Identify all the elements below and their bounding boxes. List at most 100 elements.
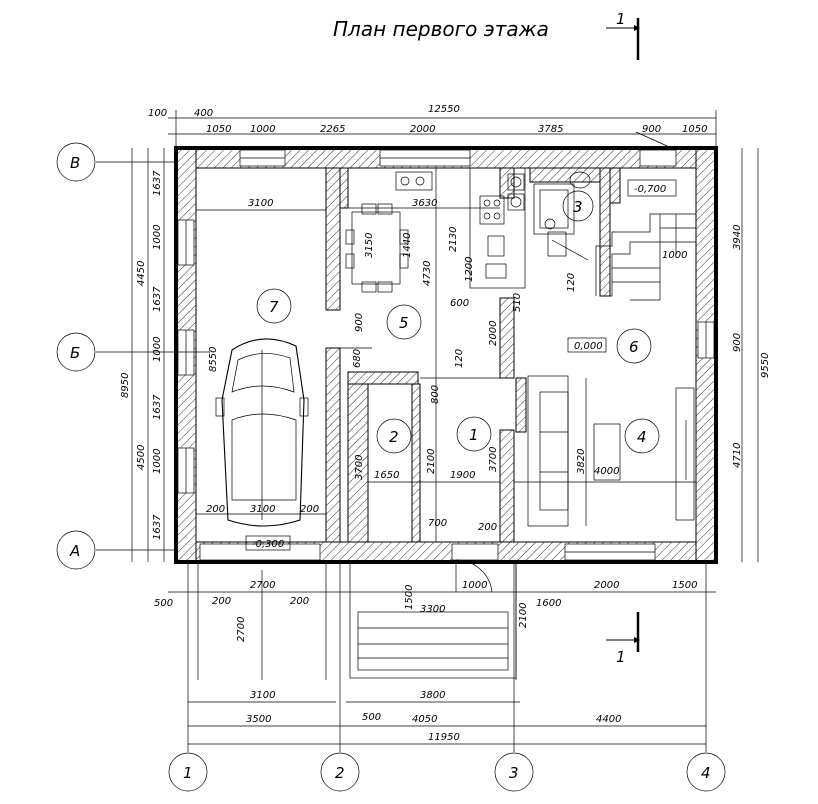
svg-text:120: 120: [566, 273, 577, 292]
svg-text:8550: 8550: [208, 347, 219, 372]
svg-text:200: 200: [206, 504, 225, 515]
dim-bottom: 200: [290, 596, 309, 607]
windows: [177, 149, 715, 561]
room-marker: 5: [386, 304, 422, 340]
axis-label: Б: [70, 344, 80, 362]
interior-walls: [325, 167, 621, 543]
axis-label: 3: [509, 764, 519, 782]
svg-text:200: 200: [478, 522, 497, 533]
sink-icon: [395, 171, 433, 191]
top-dimensions: 12550 100 400 1050 1000 2265 2000 3785 9…: [148, 104, 717, 148]
dim-right-outer: 9550: [760, 353, 771, 378]
level-main: 0,000: [574, 341, 603, 352]
room-marker: 4: [624, 418, 660, 454]
dim-left-chain: 1637: [152, 514, 163, 540]
dim-porch: 1500: [404, 585, 415, 610]
dim-right-chain: 900: [732, 333, 743, 352]
section-mark-top: 1: [606, 10, 640, 60]
staircase: [595, 213, 696, 301]
section-mark-label: 1: [616, 648, 626, 666]
dim-bottom: 200: [212, 596, 231, 607]
right-dimensions: 9550 3940 900 4710: [732, 148, 771, 562]
dim-top-chain: 1000: [250, 124, 275, 135]
dim-porch: 2700: [236, 617, 247, 642]
dim-top-chain: 1050: [682, 124, 707, 135]
svg-text:700: 700: [428, 518, 447, 529]
room-markers: 1 2 3 4 5 6 7: [256, 190, 660, 454]
svg-text:900: 900: [354, 313, 365, 332]
bottom-dimensions: 500 200 2700 200 1600 2000 1500 1500 330…: [154, 580, 716, 745]
dim-left-chain: 1000: [152, 449, 163, 474]
dim-left-chain: 1637: [152, 170, 163, 196]
section-mark-label: 1: [616, 10, 626, 28]
dim-3800: 3800: [420, 690, 445, 701]
svg-text:7: 7: [269, 298, 279, 316]
dim-top-chain: 3785: [538, 124, 563, 135]
dim-top-chain: 2265: [320, 124, 345, 135]
svg-text:3100: 3100: [248, 198, 273, 209]
room-marker: 2: [376, 418, 412, 454]
svg-text:200: 200: [300, 504, 319, 515]
axis-label: 1: [183, 764, 193, 782]
svg-text:4: 4: [637, 428, 647, 446]
dim-left-mid: 4500: [136, 445, 147, 470]
interior-dimension-lines: [196, 168, 696, 542]
kitchen: [395, 167, 526, 289]
toilet-icon: [569, 171, 591, 189]
svg-text:680: 680: [352, 349, 363, 368]
axis-label: А: [69, 542, 80, 560]
axis-label: В: [70, 154, 80, 172]
svg-text:3820: 3820: [576, 449, 587, 474]
svg-text:3150: 3150: [364, 233, 375, 258]
svg-text:5: 5: [399, 314, 409, 332]
room-marker: 6: [616, 328, 652, 364]
dim-top-chain: 900: [642, 124, 661, 135]
dim-top-chain: 1050: [206, 124, 231, 135]
dim-top-chain: 2000: [410, 124, 435, 135]
axis-label: 4: [701, 764, 711, 782]
left-dimensions: 8950 4450 4500 1637 1000 1637 1000 1637 …: [120, 148, 165, 562]
axis-numbers: 1 2 3 4: [168, 562, 726, 792]
svg-text:3700: 3700: [354, 455, 365, 480]
dim-bottom: 500: [154, 598, 173, 609]
dim-porch: 3300: [420, 604, 445, 615]
level-garage: -0,300: [252, 539, 284, 550]
dim-porch: 2100: [518, 603, 529, 628]
room-marker: 7: [256, 288, 292, 324]
svg-text:1000: 1000: [462, 580, 487, 591]
interior-dimensions: 3100 3630 3150 1440 4730 2130 1200 600 5…: [206, 198, 687, 591]
svg-text:2130: 2130: [448, 227, 459, 252]
dim-top-overall: 12550: [428, 104, 460, 115]
porch: [197, 561, 517, 680]
dim-left-mid: 4450: [136, 261, 147, 286]
svg-text:120: 120: [454, 349, 465, 368]
bathroom: [533, 171, 591, 261]
dim-top-400: 400: [194, 108, 213, 119]
dim-axis-total: 11950: [428, 732, 460, 743]
dim-bottom: 2700: [250, 580, 275, 591]
sofa: [527, 375, 695, 527]
svg-text:2000: 2000: [488, 321, 499, 346]
dim-left-chain: 1000: [152, 337, 163, 362]
svg-text:3700: 3700: [488, 447, 499, 472]
svg-text:4730: 4730: [422, 261, 433, 286]
svg-text:1900: 1900: [450, 470, 475, 481]
dining-table: [345, 203, 409, 293]
svg-text:6: 6: [629, 338, 639, 356]
svg-text:1: 1: [469, 426, 479, 444]
svg-text:3: 3: [573, 198, 583, 216]
axis-letters: В Б А: [56, 142, 210, 570]
dim-bottom-right: 1600: [536, 598, 561, 609]
level-bath: -0,700: [634, 184, 666, 195]
doors: [340, 131, 677, 593]
dim-axis-span: 3500: [246, 714, 271, 725]
section-mark-bottom: 1: [606, 612, 640, 666]
car-icon: [215, 338, 309, 527]
plan-title: План первого этажа: [333, 17, 549, 41]
svg-text:600: 600: [450, 298, 469, 309]
svg-text:1200: 1200: [464, 257, 475, 282]
svg-text:2: 2: [389, 428, 399, 446]
dim-right-chain: 4710: [732, 443, 743, 468]
svg-text:3100: 3100: [250, 504, 275, 515]
